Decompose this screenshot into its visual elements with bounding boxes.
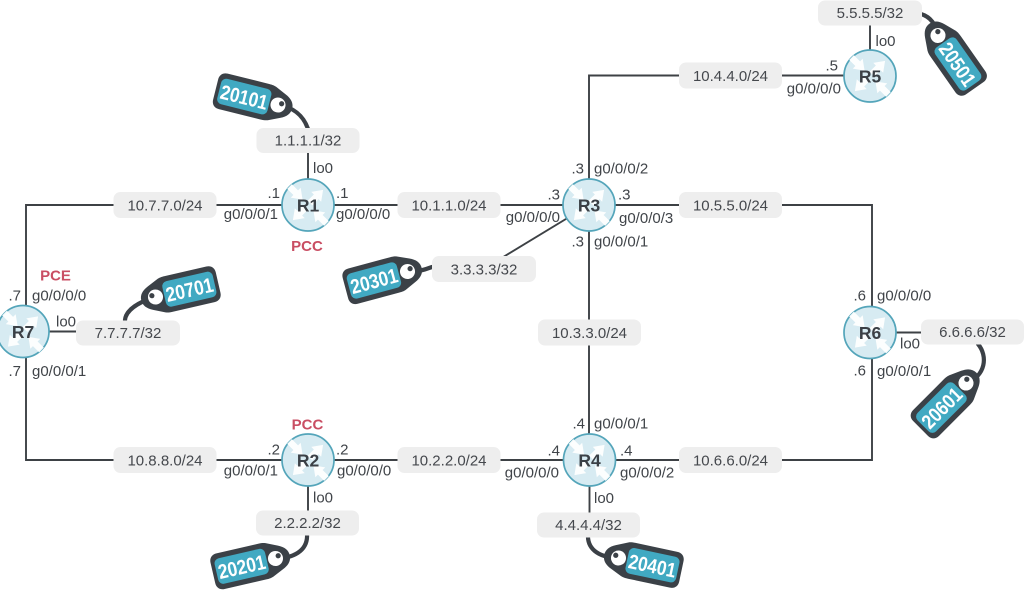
svg-text:g0/0/0/0: g0/0/0/0 <box>336 206 390 223</box>
svg-text:R3: R3 <box>578 196 601 216</box>
svg-text:lo0: lo0 <box>594 490 614 507</box>
svg-text:.6: .6 <box>853 288 866 305</box>
svg-text:R4: R4 <box>578 451 601 471</box>
svg-text:g0/0/0/1: g0/0/0/1 <box>224 206 278 223</box>
svg-text:g0/0/0/1: g0/0/0/1 <box>224 463 278 480</box>
svg-text:10.1.1.0/24: 10.1.1.0/24 <box>411 198 486 215</box>
svg-text:g0/0/0/0: g0/0/0/0 <box>337 463 391 480</box>
svg-text:.4: .4 <box>547 443 560 460</box>
svg-text:.2: .2 <box>267 442 280 459</box>
svg-text:g0/0/0/1: g0/0/0/1 <box>594 416 648 433</box>
svg-text:.7: .7 <box>8 363 21 380</box>
svg-text:10.8.8.0/24: 10.8.8.0/24 <box>127 453 202 470</box>
svg-text:g0/0/0/1: g0/0/0/1 <box>594 234 648 251</box>
svg-text:.6: .6 <box>853 363 866 380</box>
svg-text:g0/0/0/0: g0/0/0/0 <box>506 209 560 226</box>
svg-text:.4: .4 <box>620 443 633 460</box>
svg-text:10.4.4.0/24: 10.4.4.0/24 <box>693 68 768 85</box>
svg-text:2.2.2.2/32: 2.2.2.2/32 <box>274 515 341 532</box>
svg-text:.1: .1 <box>336 185 349 202</box>
svg-text:R1: R1 <box>297 196 320 216</box>
svg-text:g0/0/0/0: g0/0/0/0 <box>32 288 86 305</box>
svg-text:3.3.3.3/32: 3.3.3.3/32 <box>451 262 518 279</box>
svg-text:lo0: lo0 <box>876 33 896 50</box>
svg-text:.3: .3 <box>571 234 584 251</box>
svg-text:PCC: PCC <box>291 238 323 255</box>
svg-text:.4: .4 <box>572 416 585 433</box>
svg-text:R7: R7 <box>12 322 34 342</box>
svg-text:.5: .5 <box>825 58 838 75</box>
svg-text:g0/0/0/2: g0/0/0/2 <box>620 465 674 482</box>
svg-text:PCC: PCC <box>292 417 324 434</box>
svg-text:lo0: lo0 <box>900 336 920 353</box>
svg-text:.7: .7 <box>8 288 21 305</box>
svg-text:g0/0/0/1: g0/0/0/1 <box>32 363 86 380</box>
svg-text:1.1.1.1/32: 1.1.1.1/32 <box>275 133 342 150</box>
svg-text:.1: .1 <box>267 185 280 202</box>
svg-text:.2: .2 <box>336 442 349 459</box>
svg-text:.3: .3 <box>571 161 584 178</box>
svg-text:10.5.5.0/24: 10.5.5.0/24 <box>693 198 768 215</box>
svg-text:lo0: lo0 <box>56 314 76 331</box>
svg-text:4.4.4.4/32: 4.4.4.4/32 <box>555 517 622 534</box>
svg-text:R2: R2 <box>297 451 320 471</box>
svg-text:7.7.7.7/32: 7.7.7.7/32 <box>95 325 162 342</box>
svg-text:g0/0/0/0: g0/0/0/0 <box>787 81 841 98</box>
svg-text:g0/0/0/0: g0/0/0/0 <box>505 465 559 482</box>
svg-text:g0/0/0/1: g0/0/0/1 <box>877 363 931 380</box>
svg-text:R5: R5 <box>859 67 882 87</box>
svg-text:PCE: PCE <box>40 268 71 285</box>
svg-text:g0/0/0/0: g0/0/0/0 <box>877 288 931 305</box>
svg-text:lo0: lo0 <box>313 160 333 177</box>
svg-text:R6: R6 <box>859 323 882 343</box>
svg-text:g0/0/0/3: g0/0/0/3 <box>619 210 673 227</box>
svg-text:10.2.2.0/24: 10.2.2.0/24 <box>411 453 486 470</box>
svg-text:10.7.7.0/24: 10.7.7.0/24 <box>127 198 202 215</box>
svg-text:.3: .3 <box>547 187 560 204</box>
svg-text:lo0: lo0 <box>313 490 333 507</box>
svg-text:10.6.6.0/24: 10.6.6.0/24 <box>693 453 768 470</box>
svg-text:10.3.3.0/24: 10.3.3.0/24 <box>552 325 627 342</box>
svg-text:.3: .3 <box>618 187 631 204</box>
svg-text:g0/0/0/2: g0/0/0/2 <box>594 161 648 178</box>
svg-text:6.6.6.6/32: 6.6.6.6/32 <box>939 324 1006 341</box>
svg-text:5.5.5.5/32: 5.5.5.5/32 <box>837 5 904 22</box>
